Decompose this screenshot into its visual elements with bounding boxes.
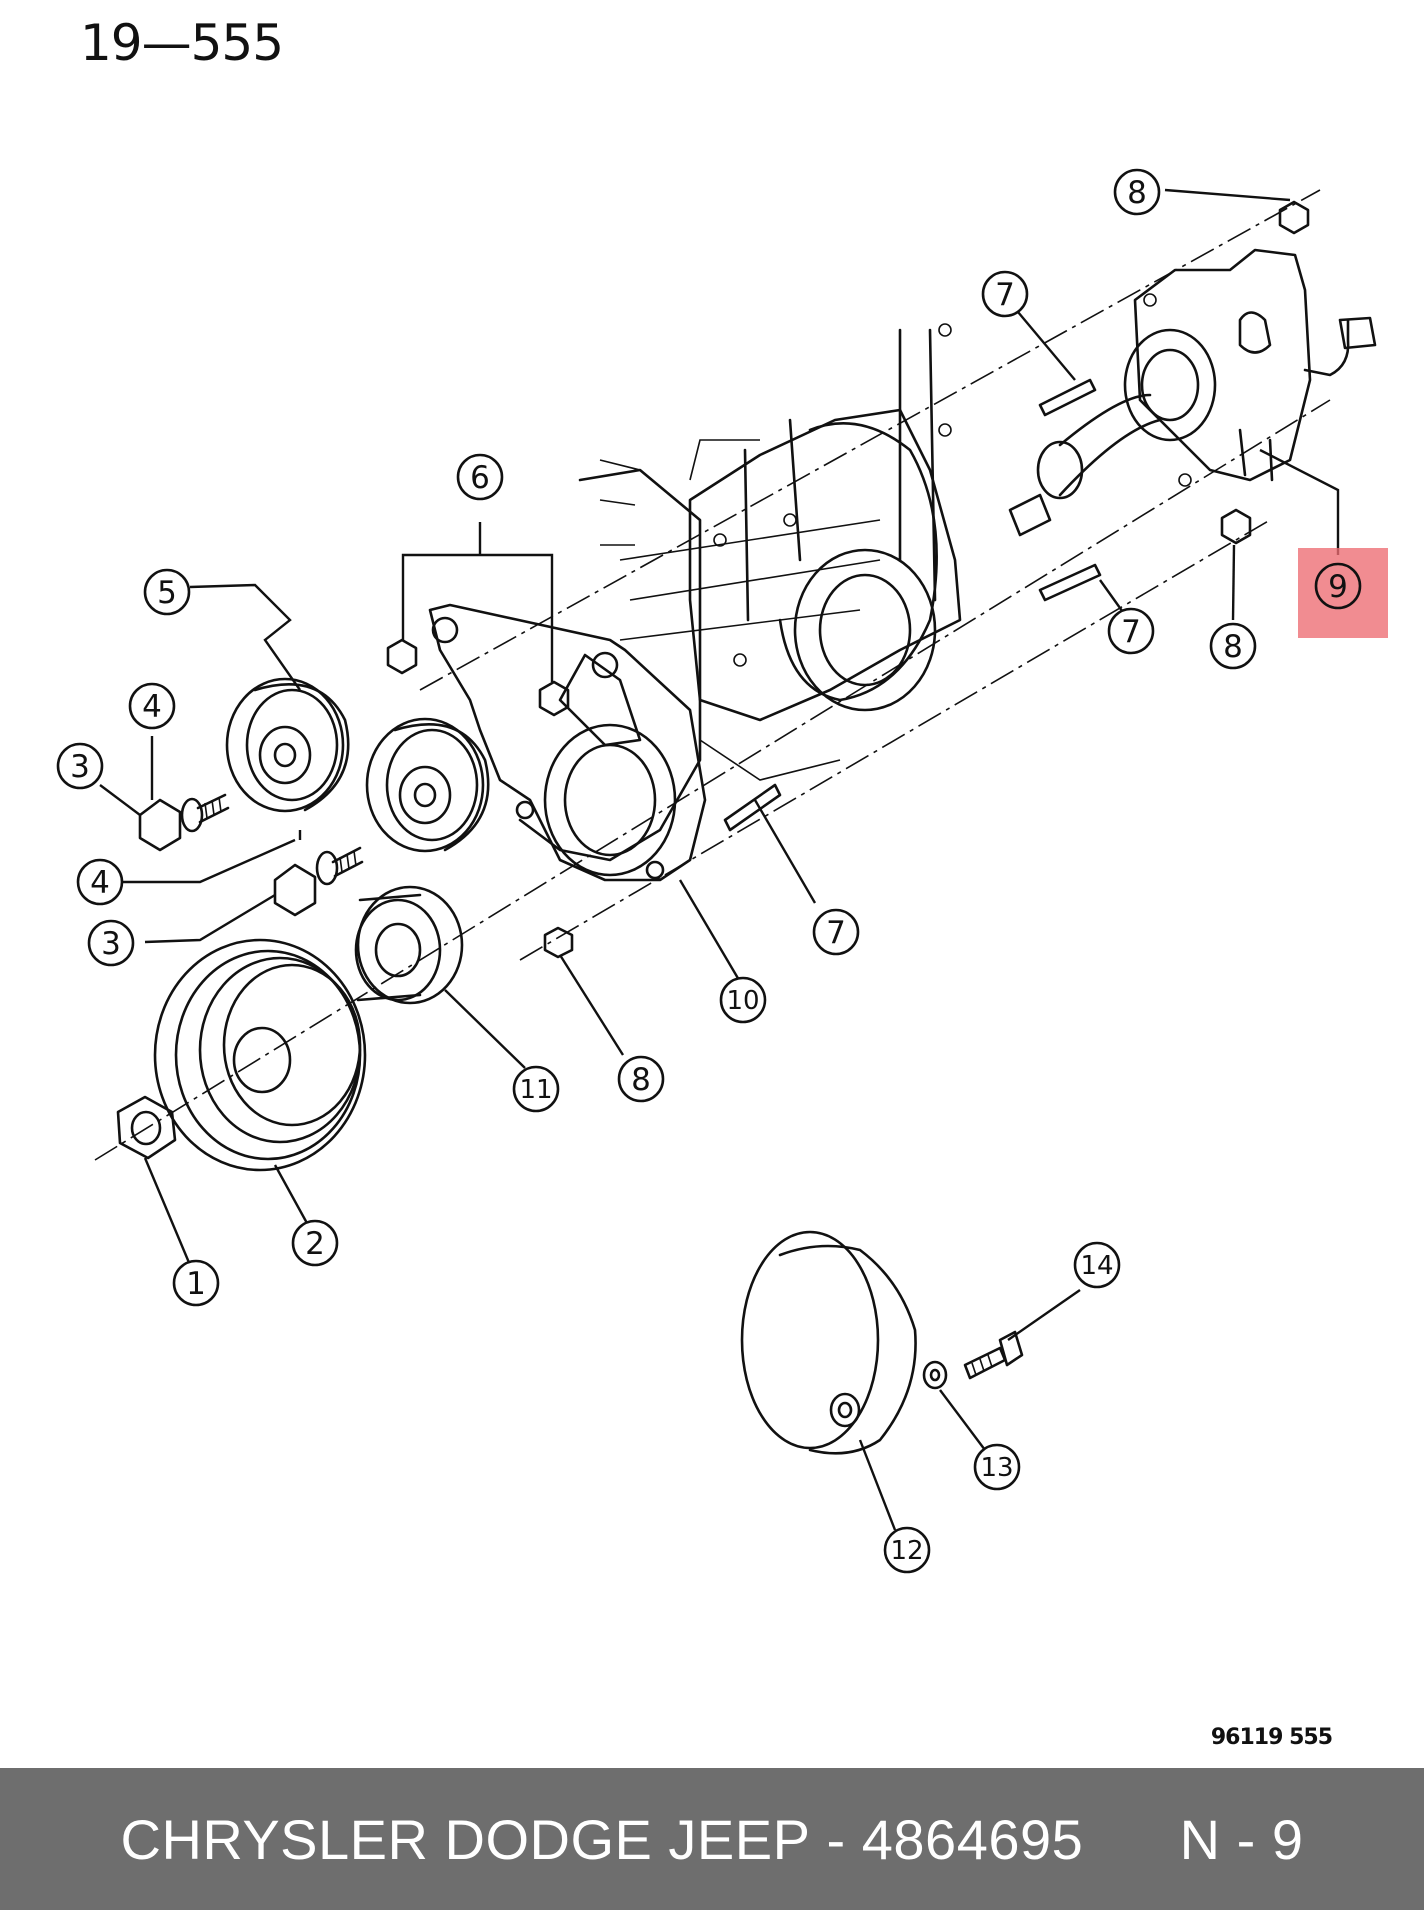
callout-c8c: 8 — [617, 1055, 665, 1103]
idler-bolt-upper — [138, 793, 230, 852]
callout-label: 8 — [631, 1062, 651, 1098]
callout-label: 4 — [90, 865, 110, 901]
callout-circle — [812, 908, 860, 956]
callout-circle — [512, 1065, 560, 1113]
callout-c4b: 4 — [76, 858, 124, 906]
callout-label: 7 — [1121, 614, 1141, 650]
callout-c3b: 3 — [87, 919, 135, 967]
footer-gap — [1083, 1807, 1179, 1872]
power-steering-pump — [1008, 248, 1377, 537]
callout-circle — [143, 568, 191, 616]
callout-circle — [1113, 168, 1161, 216]
footer-position-ref: N - 9 — [1179, 1807, 1304, 1871]
idler-pulley-right — [365, 717, 490, 853]
callout-label: 12 — [890, 1536, 923, 1566]
pump-bracket — [428, 603, 707, 882]
callout-label: 8 — [1127, 175, 1147, 211]
callout-circle — [172, 1259, 220, 1307]
footer-separator-space — [846, 1807, 862, 1872]
callout-c12: 12 — [883, 1526, 931, 1574]
callout-label: 5 — [157, 575, 177, 611]
callout-c1: 1 — [172, 1259, 220, 1307]
callout-label: 7 — [995, 277, 1015, 313]
callout-c13: 13 — [973, 1443, 1021, 1491]
callout-c7b: 7 — [1107, 607, 1155, 655]
shaft-centerline — [94, 399, 1331, 1161]
reservoir-bolt — [963, 1330, 1024, 1380]
callout-label: 9 — [1328, 569, 1348, 605]
callout-circle — [291, 1219, 339, 1267]
callout-label: 10 — [726, 986, 759, 1016]
callout-c9: 9 — [1314, 562, 1362, 610]
callout-label: 2 — [305, 1226, 325, 1262]
footer-brand: CHRYSLER DODGE JEEP — [120, 1807, 811, 1871]
callout-c7c: 7 — [812, 908, 860, 956]
callout-c5: 5 — [143, 568, 191, 616]
callout-c2: 2 — [291, 1219, 339, 1267]
studs — [723, 378, 1102, 832]
callout-circle — [973, 1443, 1021, 1491]
callout-c8a: 8 — [1113, 168, 1161, 216]
pump-reservoir — [740, 1230, 917, 1455]
pump-nuts — [543, 200, 1310, 959]
footer-separator-space — [810, 1807, 826, 1872]
callout-c7a: 7 — [981, 270, 1029, 318]
callout-c4a: 4 — [128, 682, 176, 730]
pump-pulley — [153, 938, 367, 1172]
callout-label: 11 — [519, 1075, 552, 1105]
footer-separator: - — [826, 1807, 846, 1871]
idler-pulley-left — [225, 677, 350, 813]
callout-circle — [456, 453, 504, 501]
callout-circle — [883, 1526, 931, 1574]
callout-circle — [128, 682, 176, 730]
callout-label: 3 — [70, 749, 90, 785]
upper-centerline — [419, 189, 1321, 691]
idler-bolt-lower — [273, 846, 364, 917]
callout-label: 14 — [1080, 1251, 1113, 1281]
pump-spacer — [354, 885, 464, 1005]
callout-circle — [1314, 562, 1362, 610]
callout-label: 7 — [826, 915, 846, 951]
callout-circle — [1073, 1241, 1121, 1289]
callout-circle — [76, 858, 124, 906]
callout-label: 13 — [980, 1453, 1013, 1483]
callout-circle — [719, 976, 767, 1024]
lower-centerline — [519, 519, 1271, 961]
callout-c10: 10 — [719, 976, 767, 1024]
callout-circle — [617, 1055, 665, 1103]
engine-front-cover — [518, 323, 962, 862]
callout-circle — [56, 742, 104, 790]
callout-circle — [87, 919, 135, 967]
pulley-nut — [116, 1095, 177, 1160]
callout-c11: 11 — [512, 1065, 560, 1113]
page-reference: 19—555 — [80, 14, 284, 72]
callout-label: 3 — [101, 926, 121, 962]
bracket-nuts — [386, 638, 570, 717]
callout-circle — [1107, 607, 1155, 655]
callout-circle — [1209, 622, 1257, 670]
callout-c6: 6 — [456, 453, 504, 501]
callout-label: 1 — [186, 1266, 206, 1302]
footer-part-number: 4864695 — [861, 1807, 1084, 1871]
callout-highlight — [1298, 548, 1388, 638]
figure-code: 96119 555 — [1211, 1725, 1332, 1750]
callout-label: 8 — [1223, 629, 1243, 665]
callout-label: 6 — [470, 460, 490, 496]
footer-bar: CHRYSLER DODGE JEEP - 4864695 N - 9 — [0, 1768, 1424, 1910]
callout-label: 4 — [142, 689, 162, 725]
callout-c8b: 8 — [1209, 622, 1257, 670]
callout-c3a: 3 — [56, 742, 104, 790]
callout-c14: 14 — [1073, 1241, 1121, 1289]
callout-circle — [981, 270, 1029, 318]
leader-lines — [99, 188, 1340, 1531]
reservoir-washer — [922, 1360, 948, 1390]
